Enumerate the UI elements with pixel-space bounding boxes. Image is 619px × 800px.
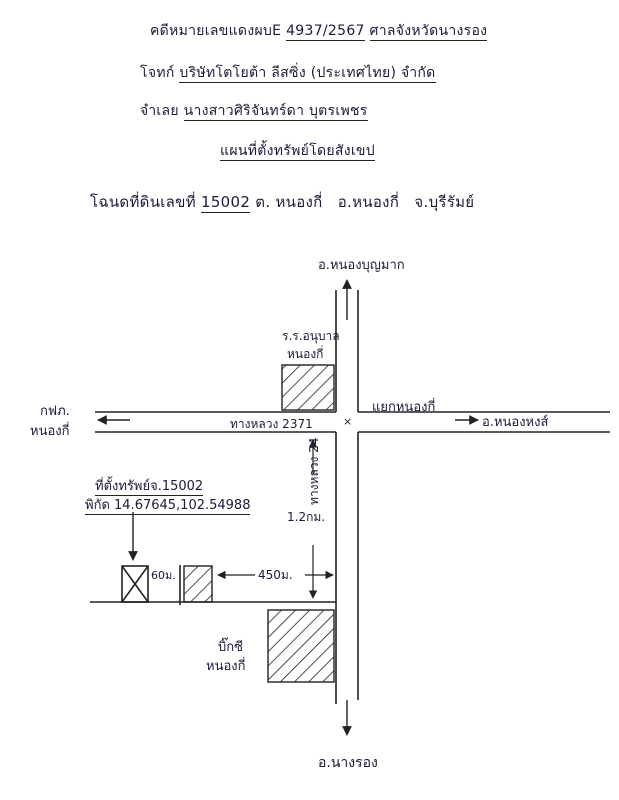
label-school-line2: หนองกี่ bbox=[287, 347, 324, 361]
label-dist-ew: 450ม. bbox=[258, 568, 293, 582]
map-title: แผนที่ตั้งทรัพย์โดยสังเขป bbox=[220, 140, 375, 162]
amphoe: อ.หนองกี่ bbox=[337, 193, 400, 211]
plaintiff-name: บริษัทโตโยต้า ลีสซิ่ง (ประเทศไทย) จำกัด bbox=[179, 65, 436, 83]
label-east: อ.หนองหงส์ bbox=[482, 415, 549, 430]
property-title: ที่ตั้งทรัพย์จ.15002 bbox=[95, 479, 204, 496]
defendant-name: นางสาวศิริจันทร์ดา บุตรเพชร bbox=[183, 103, 368, 121]
label-north: อ.หนองบุญมาก bbox=[318, 258, 405, 273]
label-west-line2: หนองกี่ bbox=[30, 424, 70, 439]
case-prefix: คดีหมายเลขแดงผบE bbox=[150, 23, 282, 39]
defendant-label: จำเลย bbox=[140, 103, 179, 119]
side-road bbox=[90, 565, 336, 605]
plaintiff-label: โจทก์ bbox=[140, 65, 175, 81]
defendant-line: จำเลย นางสาวศิริจันทร์ดา บุตรเพชร bbox=[140, 100, 368, 122]
property-plot bbox=[121, 565, 149, 603]
court-name: ศาลจังหวัดนางรอง bbox=[369, 23, 488, 41]
school-block bbox=[281, 364, 335, 411]
label-road-24: ทางหลวง 24 bbox=[307, 437, 321, 505]
case-number: 4937/2567 bbox=[286, 23, 365, 41]
label-west-line1: กฟภ. bbox=[40, 404, 70, 419]
deed-prefix: โฉนดที่ดินเลขที่ bbox=[90, 193, 196, 211]
bigc-block bbox=[267, 609, 335, 683]
tambon: ต. หนองกี่ bbox=[255, 193, 323, 211]
label-property-line1: ที่ตั้งทรัพย์จ.15002 bbox=[95, 475, 204, 496]
label-dist-small: 60ม. bbox=[151, 569, 176, 582]
property-coords: พิกัด 14.67645,102.54988 bbox=[85, 498, 251, 515]
label-intersection: แยกหนองกี่ bbox=[372, 400, 436, 415]
label-south: อ.นางรอง bbox=[318, 755, 378, 771]
label-property-line2: พิกัด 14.67645,102.54988 bbox=[85, 494, 251, 515]
intersection-mark: × bbox=[343, 415, 352, 428]
label-bigc-line2: หนองกี่ bbox=[206, 659, 246, 674]
road-highway-2371 bbox=[95, 411, 610, 433]
neighbor-block bbox=[183, 565, 213, 603]
deed-number: 15002 bbox=[201, 193, 251, 213]
province: จ.บุรีรัมย์ bbox=[414, 193, 475, 211]
label-bigc-line1: บิ๊กซี bbox=[218, 640, 243, 655]
label-school-line1: ร.ร.อนุบาล bbox=[282, 329, 340, 343]
case-number-line: คดีหมายเลขแดงผบE 4937/2567 ศาลจังหวัดนาง… bbox=[150, 20, 488, 42]
road-highway-24 bbox=[335, 290, 359, 704]
deed-line: โฉนดที่ดินเลขที่ 15002 ต. หนองกี่ อ.หนอง… bbox=[90, 190, 474, 214]
label-road-2371: ทางหลวง 2371 bbox=[230, 417, 313, 431]
label-dist-ns: 1.2กม. bbox=[287, 510, 326, 524]
map-title-text: แผนที่ตั้งทรัพย์โดยสังเขป bbox=[220, 143, 375, 161]
plaintiff-line: โจทก์ บริษัทโตโยต้า ลีสซิ่ง (ประเทศไทย) … bbox=[140, 62, 436, 84]
